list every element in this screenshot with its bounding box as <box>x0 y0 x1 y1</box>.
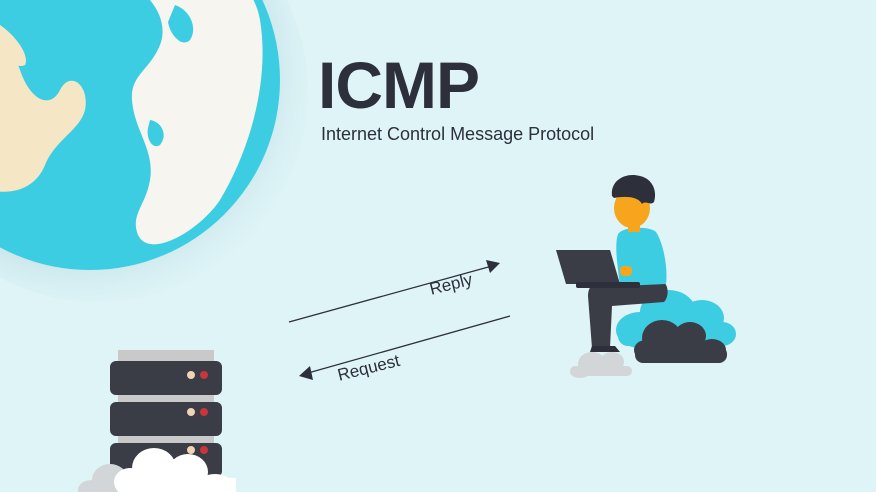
cloud-icon <box>78 448 236 492</box>
person-laptop-icon <box>556 174 668 352</box>
globe-icon <box>0 0 308 302</box>
page-title: ICMP <box>318 48 480 122</box>
reply-arrow <box>288 260 500 323</box>
request-arrow <box>299 315 511 380</box>
small-cloud-icon <box>570 352 632 378</box>
page-subtitle: Internet Control Message Protocol <box>321 124 595 144</box>
dark-cloud-icon <box>634 320 727 363</box>
